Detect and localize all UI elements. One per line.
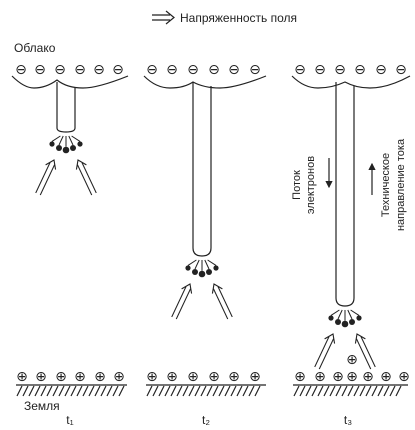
leader-tips	[35, 135, 376, 370]
electron-flow-label-line1: Поток	[291, 170, 303, 200]
negative-charge-icon: ⊖	[334, 61, 346, 77]
leader-channels	[56, 82, 355, 307]
negative-charge-icon: ⊖	[395, 61, 407, 77]
field-arrow-icon	[314, 333, 336, 370]
positive-charge-icon: ⊕	[16, 368, 28, 384]
negative-charge-icon: ⊖	[146, 61, 158, 77]
positive-charge-icon: ⊕	[249, 368, 261, 384]
cloud-charges: ⊖ ⊖ ⊖ ⊖ ⊖ ⊖ ⊖ ⊖ ⊖ ⊖ ⊖ ⊖ ⊖ ⊖ ⊖ ⊖ ⊖ ⊖	[15, 61, 407, 77]
electron-flow-label-line2: электронов	[305, 156, 317, 214]
field-arrow-icon	[211, 283, 233, 320]
positive-charge-icon: ⊕	[314, 368, 326, 384]
current-direction-label-line2: направление тока	[395, 138, 407, 231]
positive-charge-icon: ⊕	[228, 368, 240, 384]
negative-charge-icon: ⊖	[93, 61, 105, 77]
positive-charge-icon: ⊕	[398, 368, 410, 384]
cloud-label: Облако	[14, 41, 56, 55]
svg-text:⊕: ⊕	[346, 351, 358, 367]
positive-charge-icon: ⊕	[294, 368, 306, 384]
negative-charge-icon: ⊖	[375, 61, 387, 77]
positive-charge-icon: ⊕	[94, 368, 106, 384]
leader-tip-t3	[314, 309, 376, 370]
ground-surface	[16, 384, 408, 397]
positive-charge-icon: ⊕	[55, 368, 67, 384]
double-arrow-icon	[152, 10, 175, 25]
negative-charge-icon: ⊖	[228, 61, 240, 77]
leader-channel-t1	[56, 82, 76, 133]
current-direction-label-line1: Техническое	[380, 153, 392, 217]
leader-channel-t3	[335, 82, 355, 307]
negative-charge-icon: ⊖	[34, 61, 46, 77]
field-arrow-icon	[354, 333, 376, 370]
positive-charge-icon: ⊕	[74, 368, 86, 384]
ground-charges: ⊕⊕⊕⊕⊕⊕⊕⊕⊕⊕⊕⊕⊕⊕⊕⊕⊕⊕⊕	[16, 368, 410, 384]
leader-channel-t2	[192, 82, 212, 257]
stage-label-t1: t₁	[66, 413, 73, 427]
negative-charge-icon: ⊖	[187, 61, 199, 77]
ground-label: Земля	[24, 399, 60, 413]
field-arrow-icon	[171, 283, 193, 320]
positive-charge-icon: ⊕	[346, 368, 358, 384]
positive-charge-icon: ⊕	[362, 368, 374, 384]
negative-charge-icon: ⊖	[354, 61, 366, 77]
rising-positive-charge: ⊕	[346, 351, 358, 367]
leader-tip-t1	[35, 135, 97, 196]
leader-tip-t2	[171, 259, 233, 320]
stage-label-t3: t₃	[344, 413, 352, 427]
field-arrow-icon	[75, 159, 97, 196]
negative-charge-icon: ⊖	[54, 61, 66, 77]
negative-charge-icon: ⊖	[15, 61, 27, 77]
field-strength-legend: Напряженность поля	[152, 10, 297, 25]
negative-charge-icon: ⊖	[166, 61, 178, 77]
positive-charge-icon: ⊕	[380, 368, 392, 384]
legend-label: Напряженность поля	[180, 11, 297, 25]
positive-charge-icon: ⊕	[332, 368, 344, 384]
negative-charge-icon: ⊖	[112, 61, 124, 77]
positive-charge-icon: ⊕	[208, 368, 220, 384]
positive-charge-icon: ⊕	[146, 368, 158, 384]
positive-charge-icon: ⊕	[166, 368, 178, 384]
stage-label-t2: t₂	[202, 413, 210, 427]
negative-charge-icon: ⊖	[208, 61, 220, 77]
positive-charge-icon: ⊕	[187, 368, 199, 384]
negative-charge-icon: ⊖	[249, 61, 261, 77]
positive-charge-icon: ⊕	[113, 368, 125, 384]
positive-charge-icon: ⊕	[35, 368, 47, 384]
negative-charge-icon: ⊖	[294, 61, 306, 77]
negative-charge-icon: ⊖	[314, 61, 326, 77]
field-arrow-icon	[35, 159, 57, 196]
negative-charge-icon: ⊖	[74, 61, 86, 77]
